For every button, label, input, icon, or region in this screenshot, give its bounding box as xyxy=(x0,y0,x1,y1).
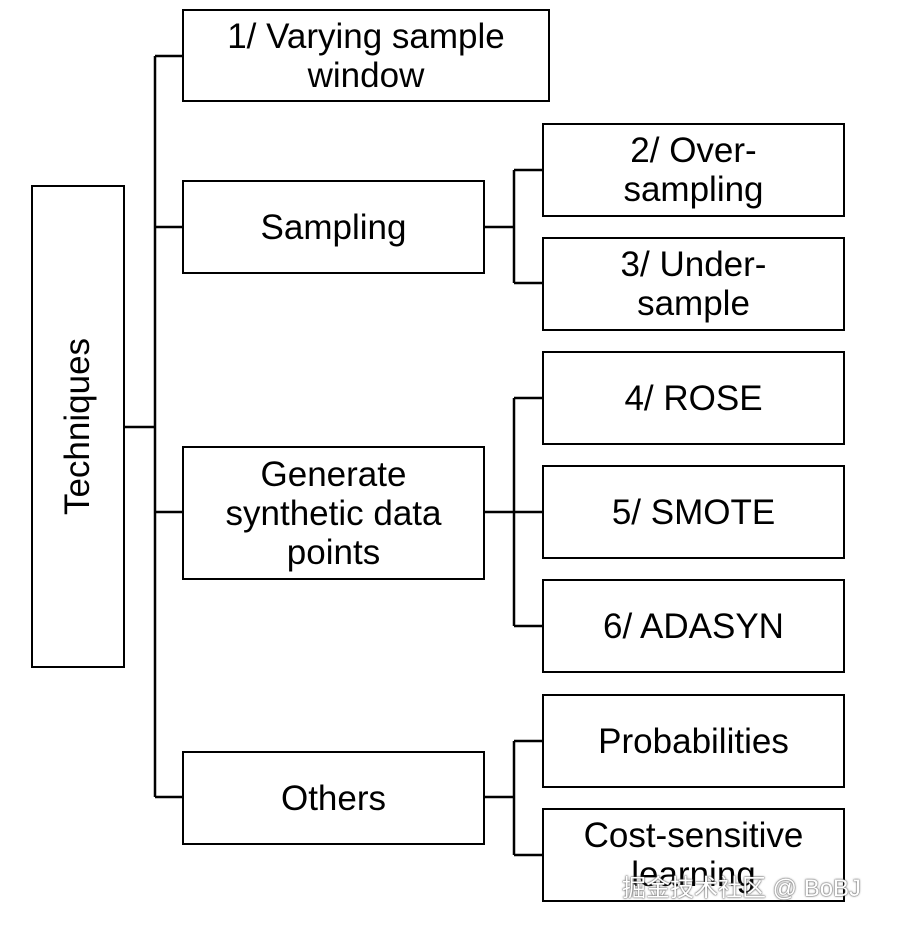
others-box: Others xyxy=(182,751,485,845)
probabilities-label: Probabilities xyxy=(598,721,789,761)
smote-label: 5/ SMOTE xyxy=(611,492,776,532)
under-sample-box: 3/ Under- sample xyxy=(542,237,845,331)
sampling-label: Sampling xyxy=(260,207,407,247)
over-sampling-box: 2/ Over- sampling xyxy=(542,123,845,217)
others-label: Others xyxy=(280,778,387,818)
watermark: 掘金技术社区 @ BoBJ xyxy=(622,875,862,902)
sampling-box: Sampling xyxy=(182,180,485,274)
rose-label: 4/ ROSE xyxy=(624,378,763,418)
varying-sample-window-box: 1/ Varying sample window xyxy=(182,9,550,102)
varying-sample-window-label: 1/ Varying sample window xyxy=(227,16,505,95)
cost-sensitive-learning-box: Cost-sensitive learning xyxy=(542,808,845,902)
rose-box: 4/ ROSE xyxy=(542,351,845,445)
under-sample-label: 3/ Under- sample xyxy=(620,245,767,323)
adasyn-label: 6/ ADASYN xyxy=(603,606,784,646)
root-techniques-box: Techniques xyxy=(31,185,125,668)
over-sampling-label: 2/ Over- sampling xyxy=(623,131,764,209)
adasyn-box: 6/ ADASYN xyxy=(542,579,845,673)
probabilities-box: Probabilities xyxy=(542,694,845,788)
cost-sensitive-learning-label: Cost-sensitive learning xyxy=(583,816,804,894)
synthetic-data-box: Generate synthetic data points xyxy=(182,446,485,580)
synthetic-data-label: Generate synthetic data points xyxy=(225,454,442,572)
root-label: Techniques xyxy=(58,337,98,516)
smote-box: 5/ SMOTE xyxy=(542,465,845,559)
